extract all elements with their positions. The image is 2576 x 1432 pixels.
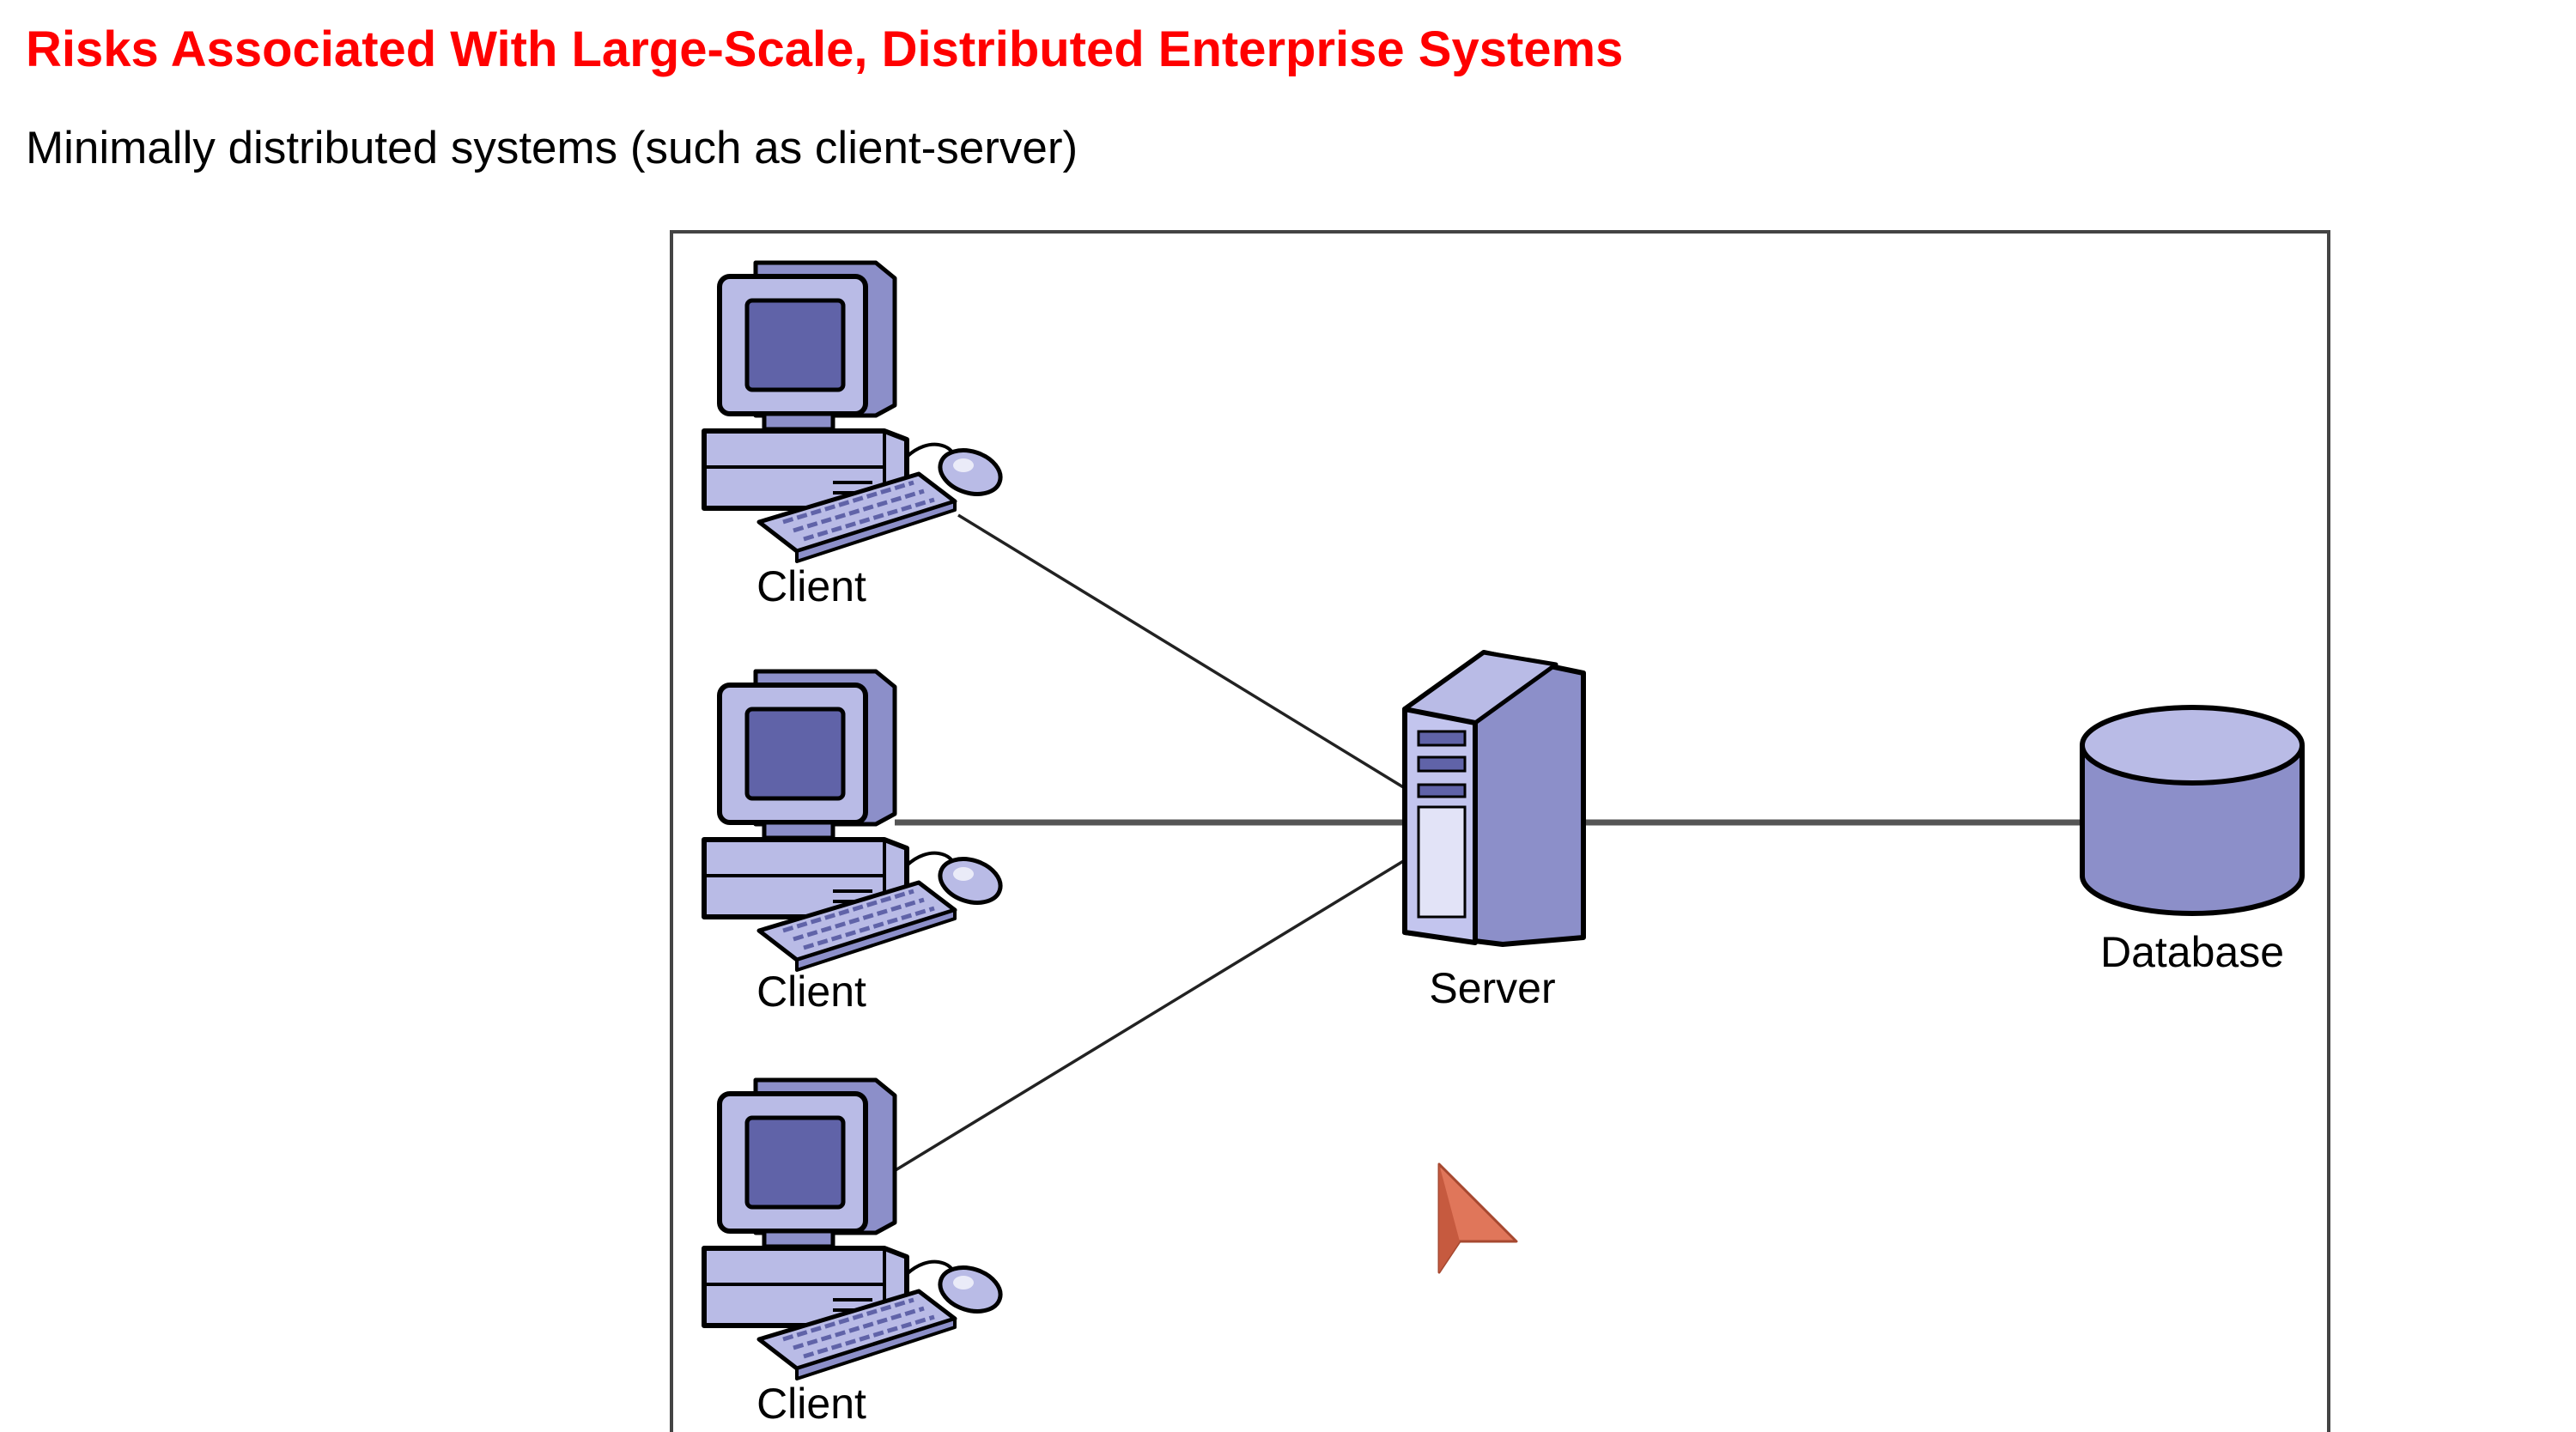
connection-client-1-server [957, 513, 1406, 790]
client-1-label: Client [756, 562, 866, 610]
slide-subtitle: Minimally distributed systems (such as c… [26, 123, 1078, 173]
client-3-label: Client [756, 1380, 866, 1428]
client-2-label: Client [756, 968, 866, 1016]
database-cylinder-icon [2080, 705, 2305, 916]
slide-title: Risks Associated With Large-Scale, Distr… [26, 21, 1624, 77]
server-label: Server [1429, 964, 1555, 1012]
server-tower-icon [1402, 650, 1586, 947]
connection-client-3-server [890, 859, 1406, 1174]
laser-pointer-arrow-icon [1437, 1162, 1518, 1274]
database-label: Database [2100, 928, 2284, 976]
